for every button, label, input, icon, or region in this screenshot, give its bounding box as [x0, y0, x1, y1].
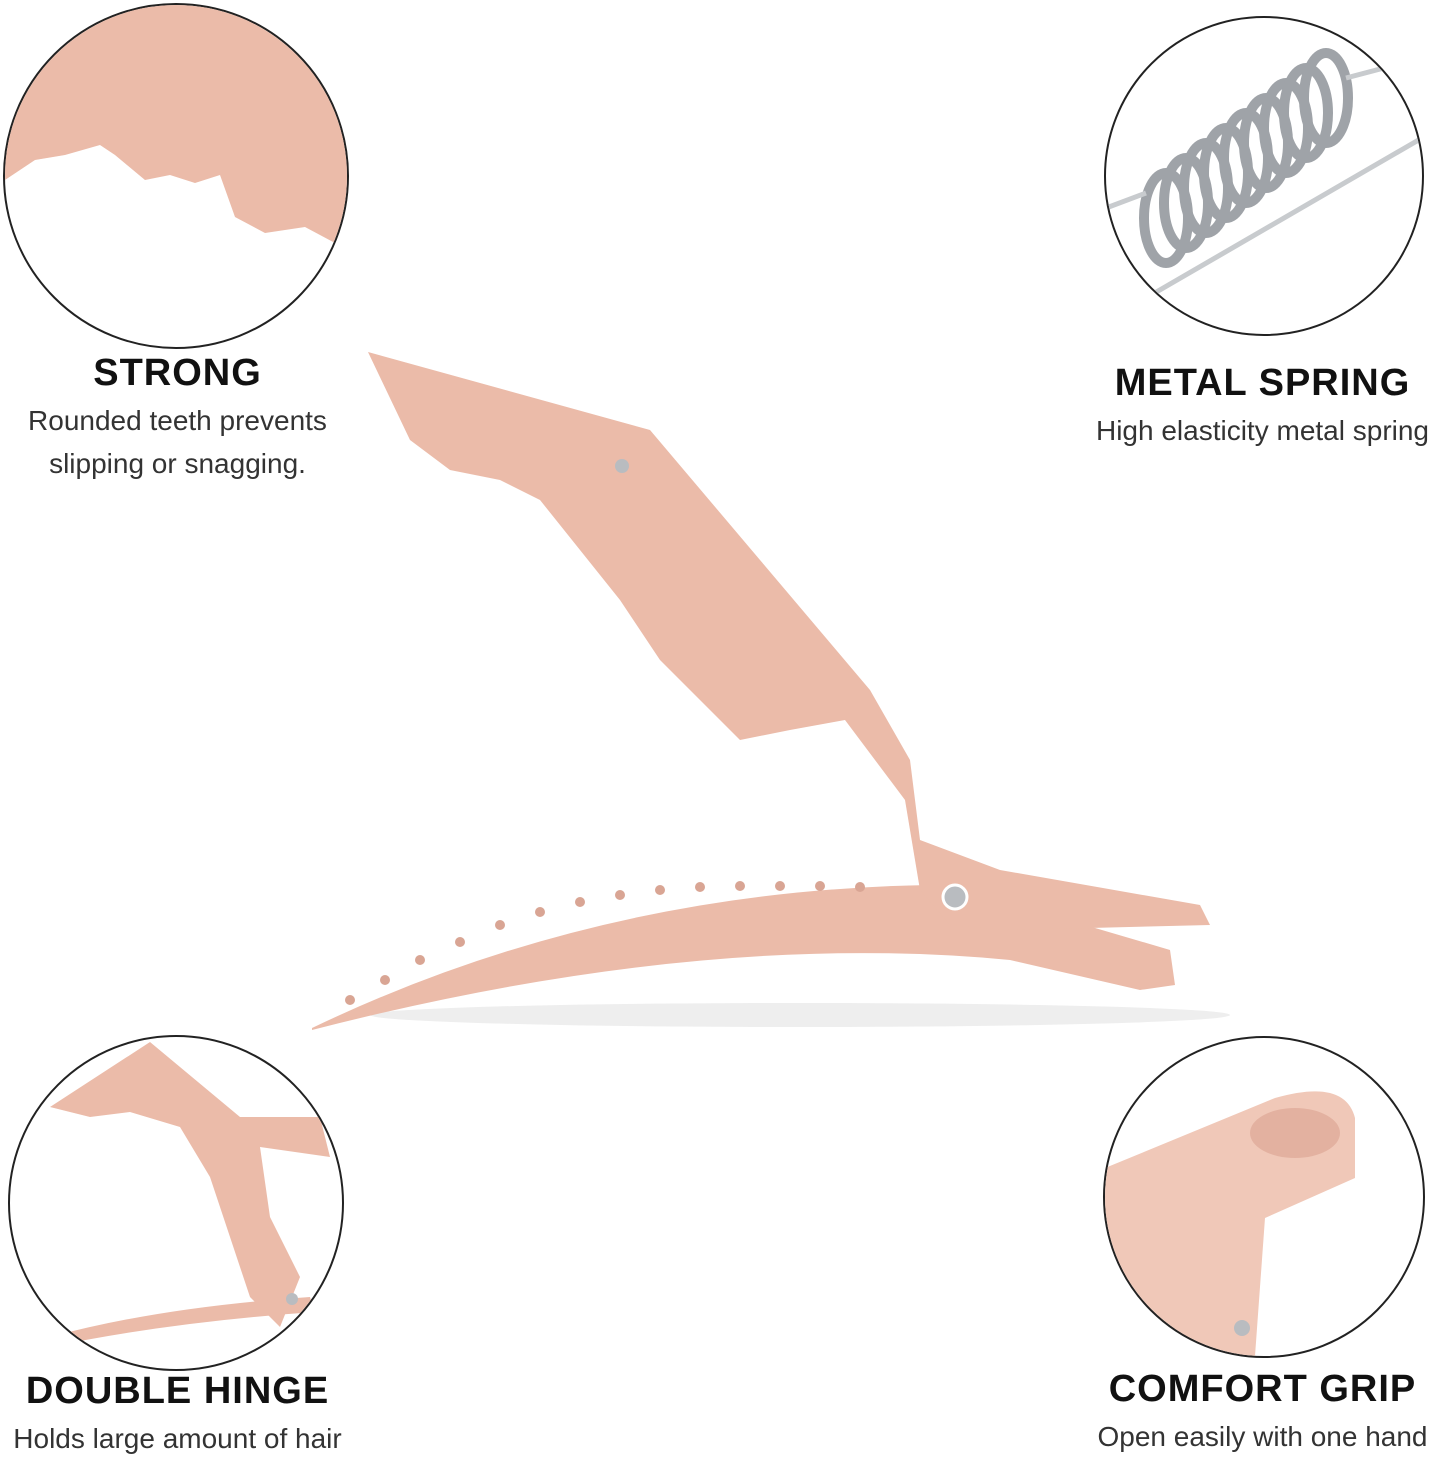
description-line: Rounded teeth prevents	[28, 405, 327, 436]
feature-title: METAL SPRING	[1114, 362, 1411, 404]
feature-double-hinge: DOUBLE HINGE Holds large amount of hair	[0, 1370, 355, 1460]
feature-metal-spring: METAL SPRING High elasticity metal sprin…	[1080, 362, 1445, 452]
comfort-grip-closeup-image	[1103, 1036, 1425, 1358]
double-hinge-closeup-image	[8, 1035, 344, 1371]
feature-title: DOUBLE HINGE	[25, 1370, 330, 1412]
feature-description: Open easily with one hand	[1097, 1421, 1428, 1452]
feature-description: Holds large amount of hair	[13, 1423, 342, 1454]
feature-comfort-grip: COMFORT GRIP Open easily with one hand	[1080, 1368, 1445, 1458]
feature-description: High elasticity metal spring	[1095, 415, 1430, 446]
feature-description: Rounded teeth prevents slipping or snaggi…	[0, 399, 355, 485]
teeth-closeup-image	[3, 3, 349, 349]
feature-title: COMFORT GRIP	[1108, 1368, 1417, 1410]
feature-title: STRONG	[93, 352, 262, 394]
description-line: slipping or snagging.	[49, 448, 306, 479]
feature-strong: STRONG Rounded teeth prevents slipping or…	[0, 352, 355, 485]
metal-spring-closeup-image	[1104, 16, 1424, 336]
